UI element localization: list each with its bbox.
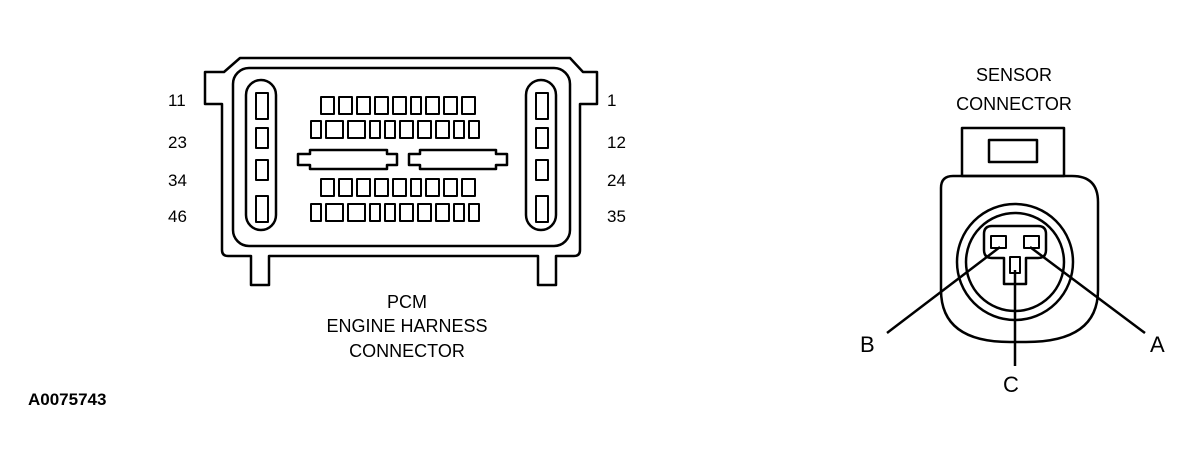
pcm-pin-cavity [255, 127, 269, 149]
pcm-pin-cavity [392, 96, 407, 115]
pcm-pin-cavity [535, 92, 549, 120]
pcm-pin-cavity [468, 120, 480, 139]
sensor-body-outline [939, 174, 1100, 344]
pcm-pin-cavity [384, 120, 396, 139]
pcm-pin-cavity [310, 203, 322, 222]
pcm-pin-cavity [325, 203, 344, 222]
sensor-latch-inner [987, 138, 1039, 164]
pcm-pin-cavity [320, 96, 335, 115]
pcm-pin-cavity [356, 96, 371, 115]
pcm-pin-cavity [535, 195, 549, 223]
pcm-title: PCM ENGINE HARNESS CONNECTOR [326, 292, 487, 361]
pcm-pin-cavity [399, 120, 414, 139]
pcm-pin-cavity [347, 120, 366, 139]
pcm-key-right [407, 148, 509, 171]
sensor-pin-label-a: A [1150, 332, 1165, 357]
pcm-pin-label: 35 [607, 207, 626, 226]
pcm-pin-label: 23 [168, 133, 187, 152]
sensor-title-line: SENSOR [976, 65, 1052, 85]
pcm-pin-cavity [461, 96, 476, 115]
pcm-pin-cavity [453, 120, 465, 139]
pcm-pin-cavity [384, 203, 396, 222]
pcm-pin-cavity [410, 178, 422, 197]
pcm-key-left [296, 148, 399, 171]
pcm-pin-label: 11 [168, 91, 186, 110]
pcm-pin-cavity [443, 96, 458, 115]
sensor-terminal-housing [982, 224, 1048, 286]
pcm-connector [203, 56, 599, 287]
pcm-pin-cavity [535, 159, 549, 181]
pcm-pin-labels-right: 1 12 24 35 [607, 91, 626, 226]
pcm-pin-cavity [347, 203, 366, 222]
pcm-pin-cavity [399, 203, 414, 222]
sensor-title: SENSOR CONNECTOR [956, 65, 1072, 114]
pcm-pin-label: 34 [168, 171, 187, 190]
pcm-pin-label: 46 [168, 207, 187, 226]
pcm-pin-cavity [410, 96, 422, 115]
pcm-pin-cavity [325, 120, 344, 139]
leader-line-b [886, 246, 1001, 334]
sensor-connector [886, 126, 1146, 366]
pcm-pin-labels-left: 11 23 34 46 [168, 91, 187, 226]
pcm-pin-label: 24 [607, 171, 626, 190]
pcm-pin-cavity [425, 178, 440, 197]
pcm-title-line: CONNECTOR [349, 341, 465, 361]
pcm-left-pin-column [244, 78, 278, 232]
pcm-pin-cavity [338, 96, 353, 115]
sensor-latch-outer [960, 126, 1066, 178]
pcm-pin-cavity [535, 127, 549, 149]
sensor-title-line: CONNECTOR [956, 94, 1072, 114]
sensor-pin-label-b: B [860, 332, 875, 357]
pcm-pin-cavity [310, 120, 322, 139]
pcm-pin-cavity [255, 92, 269, 120]
pcm-pin-cavity [468, 203, 480, 222]
pcm-pin-cavity [374, 178, 389, 197]
pcm-pin-cavity [453, 203, 465, 222]
pcm-pin-cavity [425, 96, 440, 115]
pcm-pin-cavity [255, 159, 269, 181]
pcm-title-line: ENGINE HARNESS [326, 316, 487, 336]
pcm-pin-cavity [338, 178, 353, 197]
pcm-title-line: PCM [387, 292, 427, 312]
pcm-pin-cavity [369, 120, 381, 139]
leader-line-a [1029, 245, 1146, 335]
pcm-pin-cavity [435, 203, 450, 222]
pcm-pin-cavity [392, 178, 407, 197]
pcm-pin-cavity [320, 178, 335, 197]
pcm-pin-label: 12 [607, 133, 626, 152]
pcm-pin-cavity [443, 178, 458, 197]
figure-id: A0075743 [28, 390, 106, 409]
pcm-right-pin-column [524, 78, 558, 232]
sensor-terminal-a [1023, 235, 1040, 249]
pcm-pin-cavity [374, 96, 389, 115]
pcm-pin-label: 1 [607, 91, 616, 110]
pcm-body-outline [203, 56, 599, 287]
pcm-pin-cavity [417, 120, 432, 139]
sensor-terminal-b [990, 235, 1007, 249]
sensor-pin-label-c: C [1003, 372, 1019, 397]
pcm-pin-cavity [435, 120, 450, 139]
pcm-pin-cavity [356, 178, 371, 197]
pcm-pin-cavity [461, 178, 476, 197]
pcm-inner-outline [231, 66, 572, 248]
pcm-pin-cavity [417, 203, 432, 222]
pcm-pin-cavity [255, 195, 269, 223]
pcm-pin-cavity [369, 203, 381, 222]
